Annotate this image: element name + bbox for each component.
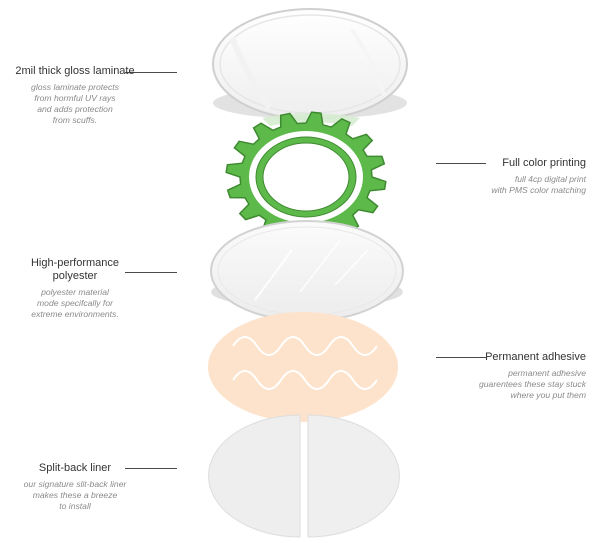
laminate-desc-line: from scuffs. [52, 115, 98, 125]
label-liner: Split-back liner our signature slit-back… [0, 462, 150, 512]
label-printing: Full color printing full 4cp digital pri… [446, 157, 586, 196]
polyester-disc [210, 220, 404, 322]
polyester-title: High-performance polyester [0, 257, 150, 283]
laminate-title: 2mil thick gloss laminate [15, 65, 135, 77]
printing-title: Full color printing [502, 157, 586, 169]
laminate-description: gloss laminate protects from hormful UV … [0, 82, 150, 126]
printing-description: full 4cp digital print with PMS color ma… [446, 174, 586, 196]
label-laminate: 2mil thick gloss laminate gloss laminate… [0, 65, 150, 126]
laminate-desc-line: and adds protection [37, 104, 113, 114]
laminate-desc-line: from hormful UV rays [34, 93, 116, 103]
printing-desc-line: with PMS color matching [491, 185, 586, 195]
connector-liner [125, 468, 177, 469]
label-adhesive: Permanent adhesive permanent adhesive gu… [446, 351, 586, 401]
laminate-desc-line: gloss laminate protects [31, 82, 119, 92]
polyester-description: polyester material mode specifcally for … [0, 287, 150, 320]
connector-adhesive [436, 357, 486, 358]
polyester-desc-line: mode specifcally for [37, 298, 113, 308]
split-back-liner [208, 414, 400, 538]
laminate-disc [212, 8, 408, 126]
printing-desc-line: full 4cp digital print [514, 174, 586, 184]
polyester-title-line: High-performance [30, 257, 120, 269]
adhesive-title: Permanent adhesive [485, 351, 586, 363]
connector-polyester [125, 272, 177, 273]
adhesive-desc-line: permanent adhesive [508, 368, 586, 378]
liner-description: our signature slit-back liner makes thes… [0, 479, 150, 512]
liner-title: Split-back liner [38, 462, 112, 474]
adhesive-disc [208, 312, 398, 422]
polyester-desc-line: extreme environments. [31, 309, 119, 319]
liner-desc-line: to install [59, 501, 91, 511]
liner-desc-line: our signature slit-back liner [23, 479, 127, 489]
adhesive-desc-line: where you put them [510, 390, 586, 400]
polyester-desc-line: polyester material [41, 287, 109, 297]
printed-gear [225, 111, 387, 243]
liner-desc-line: makes these a breeze [32, 490, 118, 500]
label-polyester: High-performance polyester polyester mat… [0, 257, 150, 320]
adhesive-description: permanent adhesive guarentees these stay… [446, 368, 586, 401]
polyester-title-line: polyester [52, 270, 98, 282]
connector-printing [436, 163, 486, 164]
adhesive-desc-line: guarentees these stay stuck [478, 379, 586, 389]
connector-laminate [125, 72, 177, 73]
